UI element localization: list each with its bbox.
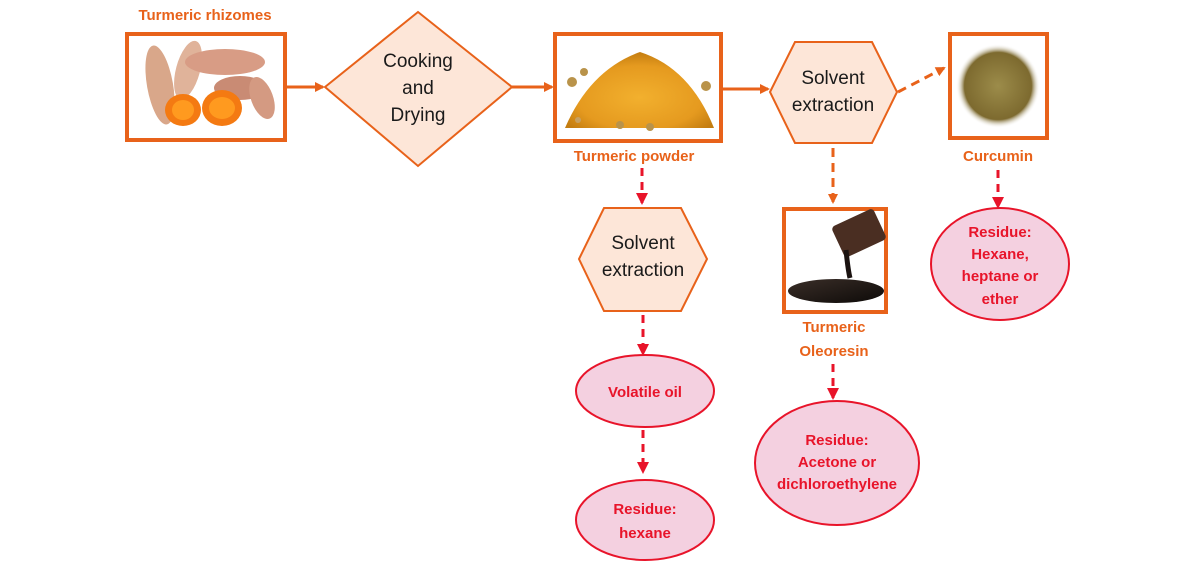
residue-hh-line2: Hexane, — [971, 246, 1029, 263]
turmeric-rhizomes-image — [125, 32, 287, 142]
curcumin-image — [948, 32, 1049, 140]
solvent-top-label: Solvent — [801, 68, 865, 89]
residue-hexane-heptane-ellipse — [930, 207, 1070, 321]
residue-acetone-line2: Acetone or — [798, 454, 877, 471]
and-label: and — [402, 78, 434, 99]
residue-hh-line3: heptane or — [962, 268, 1039, 285]
turmeric-oleoresin-image — [782, 207, 888, 314]
residue-acetone-line3: dichloroethylene — [777, 476, 897, 493]
cooking-label: Cooking — [383, 51, 453, 72]
volatile-oil-ellipse — [575, 354, 715, 428]
oleoresin-label-line2: Oleoresin — [799, 343, 868, 360]
solvent-extraction-mid-hexagon — [577, 207, 709, 312]
solvent-mid-label: Solvent — [611, 233, 675, 254]
residue-hexane-line2: hexane — [619, 525, 671, 542]
residue-acetone-ellipse — [754, 400, 920, 526]
residue-acetone-line1: Residue: — [805, 432, 868, 449]
turmeric-powder-image — [553, 32, 723, 143]
residue-hexane-line1: Residue: — [613, 501, 676, 518]
turmeric-powder-label: Turmeric powder — [574, 148, 695, 165]
drying-label: Drying — [391, 105, 446, 126]
residue-hh-line4: ether — [982, 291, 1019, 308]
residue-hexane-ellipse — [575, 479, 715, 561]
cooking-drying-diamond — [323, 10, 514, 168]
residue-hh-line1: Residue: — [968, 224, 1031, 241]
volatile-oil-label: Volatile oil — [608, 384, 682, 401]
turmeric-rhizomes-label: Turmeric rhizomes — [138, 7, 271, 24]
extraction-top-label: extraction — [792, 95, 874, 116]
oleoresin-label-line1: Turmeric — [802, 319, 865, 336]
arrow-solvent-to-curcumin — [897, 66, 946, 94]
solvent-extraction-top-hexagon — [768, 41, 899, 144]
extraction-mid-label: extraction — [602, 260, 684, 281]
curcumin-label: Curcumin — [963, 148, 1033, 165]
